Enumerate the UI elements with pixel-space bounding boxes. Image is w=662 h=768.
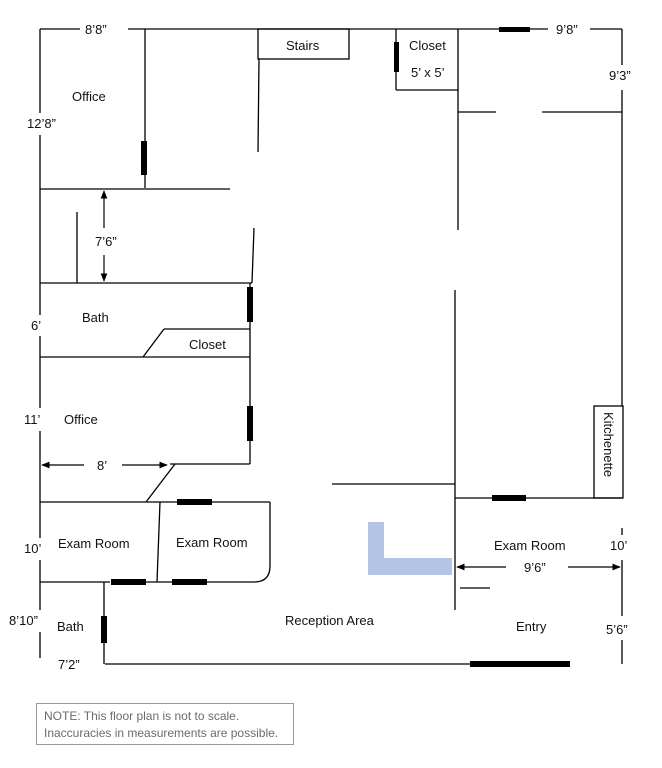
exam-left-height-label: 10’ (24, 541, 41, 556)
office-mid-door (247, 406, 253, 441)
exam-right-label: Exam Room (494, 538, 566, 553)
exam-center-door (177, 499, 212, 505)
bath-lower-width-label: 7’2” (58, 657, 80, 672)
office-top-door (141, 141, 147, 175)
entry-door (470, 661, 570, 667)
dimension-labels: 8’8” 9’8” 9’3” 12’8” 7’6” 6’ 11’ 8’ 10’ … (9, 22, 631, 672)
dimension-arrows (41, 190, 621, 571)
bath-lower-door (101, 616, 107, 643)
bath-lower-height-label: 8’10” (9, 613, 38, 628)
reception-counter (368, 522, 452, 575)
bath-upper-door (247, 287, 253, 322)
bath-upper-label: Bath (82, 310, 109, 325)
stairs-label: Stairs (286, 38, 320, 53)
kitchenette-label: Kitchenette (601, 412, 616, 477)
hall-width-label: 7’6” (95, 234, 117, 249)
exam-right-height-label: 10’ (610, 538, 627, 553)
top-right-width-label: 9’8” (556, 22, 578, 37)
office-mid-height-label: 11’ (24, 412, 40, 427)
closet-top-label: Closet (409, 38, 446, 53)
room-labels: Office Stairs Closet 5’ x 5’ Bath Closet… (57, 38, 616, 634)
closet-top-size-label: 5’ x 5’ (411, 65, 445, 80)
office-mid-label: Office (64, 412, 98, 427)
exam-right-width-label: 9’6” (524, 560, 546, 575)
bath-lower-label: Bath (57, 619, 84, 634)
closet-top-door (394, 42, 399, 72)
reception-label: Reception Area (285, 613, 375, 628)
floor-plan: Office Stairs Closet 5’ x 5’ Bath Closet… (9, 22, 631, 672)
office-top-height-label: 12’8” (27, 116, 56, 131)
entry-height-label: 5’6” (606, 622, 628, 637)
office-mid-width-label: 8’ (97, 458, 107, 473)
disclaimer-line-2: Inaccuracies in measurements are possibl… (44, 726, 279, 740)
right-upper-height-label: 9’3” (609, 68, 631, 83)
exam-center-door-lower (172, 579, 207, 585)
closet-mid-label: Closet (189, 337, 226, 352)
top-exterior-door (499, 27, 530, 32)
exam-left-door (111, 579, 146, 585)
top-left-width-label: 8’8” (85, 22, 107, 37)
exam-left-label: Exam Room (58, 536, 130, 551)
exam-right-door (492, 495, 526, 501)
doors (101, 27, 570, 667)
exam-center-label: Exam Room (176, 535, 248, 550)
disclaimer-line-1: NOTE: This floor plan is not to scale. (44, 709, 240, 723)
entry-label: Entry (516, 619, 547, 634)
office-top-label: Office (72, 89, 106, 104)
bath-upper-height-label: 6’ (31, 318, 41, 333)
disclaimer-note: NOTE: This floor plan is not to scale. I… (36, 703, 294, 745)
